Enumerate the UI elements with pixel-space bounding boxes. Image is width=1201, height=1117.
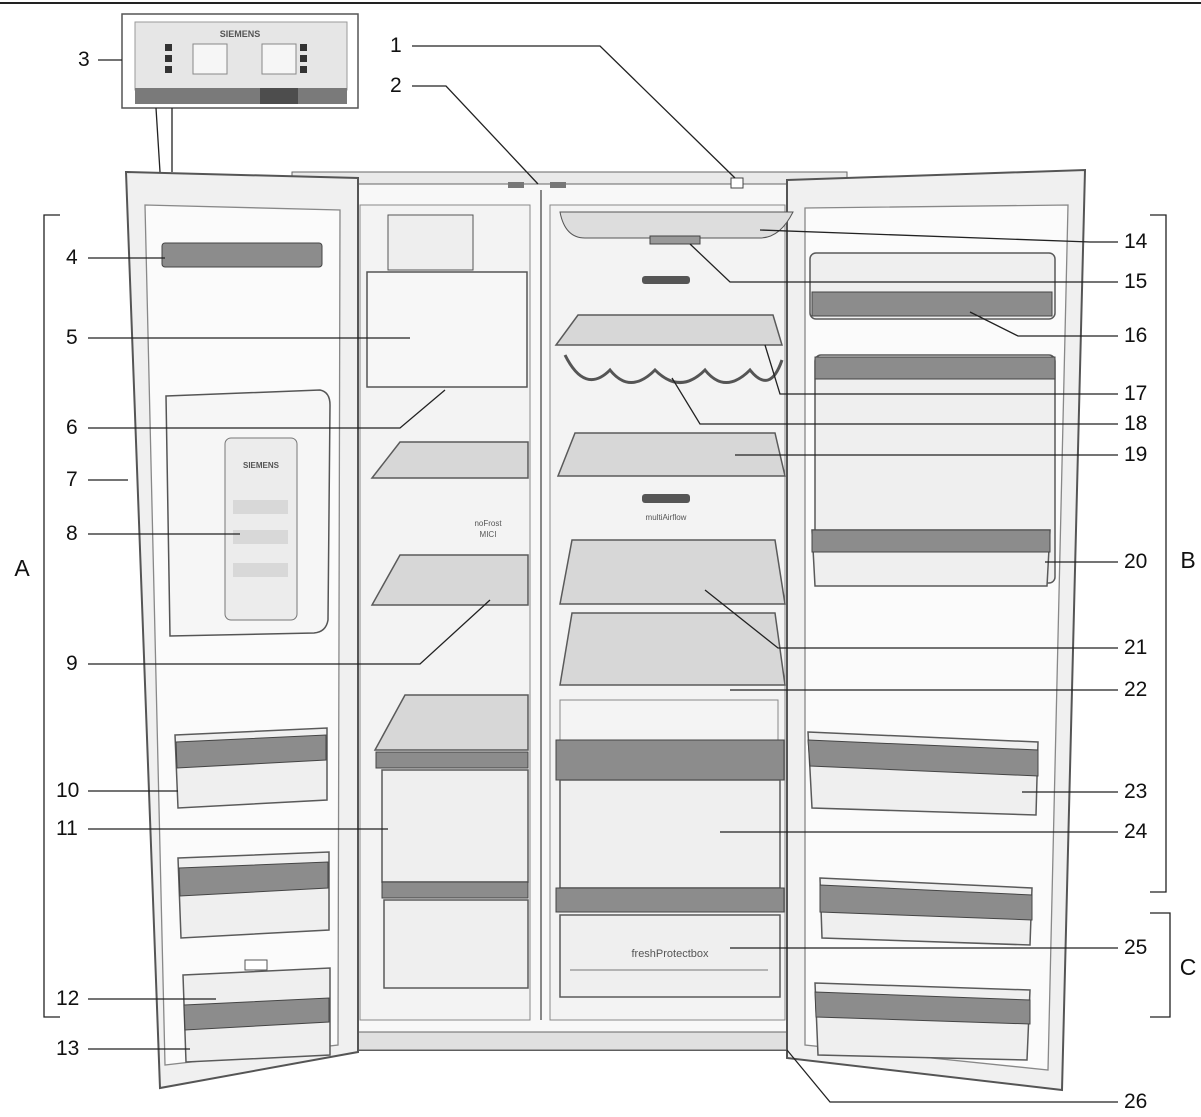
callout-8-label: 8 [66,522,78,545]
callout-22-label: 22 [1124,678,1147,701]
callout-12: 12 [56,987,216,1010]
callout-2: 2 [390,74,539,185]
callout-5-label: 5 [66,326,78,349]
fridge-wall-label: multiAirflow [646,513,687,522]
callout-11-label: 11 [56,817,78,840]
fridge-shelf-22 [559,612,786,686]
callout-20-label: 20 [1124,550,1147,573]
callout-3-label: 3 [78,48,90,71]
door-bin-12 [182,967,331,1063]
fridge-interior: multiAirflow freshProtectbox [554,211,794,998]
callout-7: 7 [66,468,128,491]
callout-2-label: 2 [390,74,402,97]
callout-1: 1 [390,34,736,179]
door-rack-4 [161,242,323,268]
callout-18: 18 [671,377,1147,435]
door-bin-middle [177,851,330,939]
control-panel-inset: SIEMENS [121,13,359,173]
callout-13: 13 [56,1037,190,1060]
callout-23: 23 [1022,780,1147,803]
fridge-door [786,168,1087,1092]
freezer-drawer-bottom [383,899,529,989]
callout-24: 24 [720,820,1148,843]
door-bin-10 [174,727,328,809]
callout-14-label: 14 [1124,230,1148,253]
crisper-label: freshProtectbox [631,948,709,960]
callout-17-label: 17 [1124,382,1147,405]
callout-26-label: 26 [1124,1090,1147,1113]
callout-15-label: 15 [1124,270,1147,293]
interior-light-14 [559,211,794,239]
callout-7-label: 7 [66,468,78,491]
callout-1-label: 1 [390,34,402,57]
callout-21-label: 21 [1124,636,1147,659]
callout-14: 14 [759,229,1148,253]
callout-6-label: 6 [66,416,78,439]
freezer-shelf-lower [373,694,529,751]
callout-9: 9 [66,599,491,675]
drawer-front-24 [555,739,785,781]
callout-4: 4 [66,246,165,269]
bracket-c-label: C [1180,954,1197,980]
callout-9-label: 9 [66,652,78,675]
callout-6: 6 [66,389,446,439]
callout-21: 21 [704,589,1147,659]
callout-4-label: 4 [66,246,78,269]
bottle-rack-18 [563,354,784,384]
bracket-b-label: B [1180,547,1195,573]
callout-12-label: 12 [56,987,79,1010]
fridge-shelf-17 [554,314,784,346]
door-bin-bottom [814,982,1031,1061]
freezer-interior: noFrost MICI [366,214,529,989]
callout-17: 17 [764,344,1147,405]
callout-15: 15 [689,243,1147,293]
door-bin-23 [807,731,1039,816]
panel-brand: SIEMENS [220,29,261,39]
callout-26: 26 [786,1049,1147,1113]
callout-10: 10 [56,779,178,802]
callout-16: 16 [969,311,1147,347]
ice-maker [387,214,474,271]
callout-25-label: 25 [1124,936,1147,959]
callout-13-label: 13 [56,1037,79,1060]
freshprotect-box-25 [559,914,781,998]
fridge-drawer-24 [559,779,781,889]
door-bin-25-area [819,877,1033,946]
callout-11: 11 [56,817,388,840]
callout-5: 5 [66,326,410,349]
fridge-shelf-19 [556,432,786,477]
dispenser-brand: SIEMENS [243,461,280,470]
freezer-wall-label: noFrost [474,519,502,528]
freezer-shelf-9 [370,554,529,606]
callout-18-label: 18 [1124,412,1147,435]
ice-container [366,271,528,388]
freezer-door: SIEMENS [124,170,359,1090]
callout-22: 22 [730,678,1147,701]
bracket-b: B [1150,214,1196,893]
bracket-c: C [1150,912,1197,1018]
callout-19-label: 19 [1124,443,1147,466]
callout-16-label: 16 [1124,324,1147,347]
door-bin-20 [811,529,1051,587]
callout-10-label: 10 [56,779,79,802]
door-compartment-16 [809,252,1056,320]
bracket-a: A [14,214,60,1018]
freezer-drawer-11 [381,769,529,883]
callout-25: 25 [730,936,1147,959]
door-light-switch [730,177,744,189]
light-sensor-15 [649,235,701,245]
callout-20: 20 [1045,550,1147,573]
fridge-shelf-21 [559,539,786,605]
callout-23-label: 23 [1124,780,1147,803]
bracket-a-label: A [14,555,30,581]
callout-19: 19 [735,443,1147,466]
callout-8: 8 [66,522,240,545]
freezer-shelf-upper [370,441,529,479]
callout-24-label: 24 [1124,820,1148,843]
freezer-wall-sublabel: MICI [480,530,497,539]
callout-3: 3 [78,48,122,71]
